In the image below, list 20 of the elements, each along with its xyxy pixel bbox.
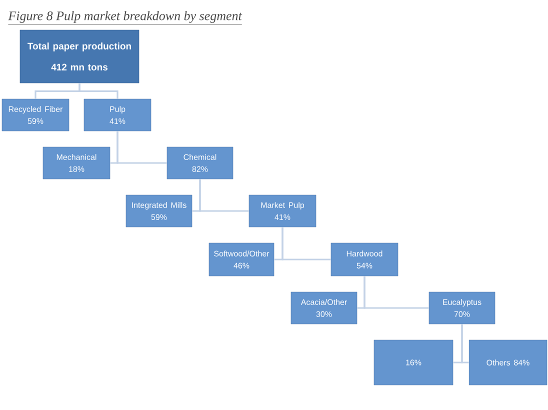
- figure-title: Figure 8 Pulp market breakdown by segment: [8, 11, 242, 25]
- segment-box: Chemical 82%: [166, 146, 234, 180]
- segment-box: Hardwood 54%: [330, 242, 398, 276]
- segment-box: 16%: [374, 340, 454, 386]
- segment-box: Softwood/Other 46%: [208, 242, 274, 276]
- segment-box: Market Pulp 41%: [248, 194, 316, 228]
- segment-box: Pulp 41%: [84, 98, 152, 132]
- connector-line: [461, 324, 469, 364]
- segment-box: Acacia/Other 30%: [290, 292, 358, 324]
- connector-line: [199, 179, 249, 212]
- connector-line: [282, 227, 331, 260]
- connector-line: [364, 276, 429, 309]
- connector-line: [116, 131, 167, 164]
- segment-box: Eucalyptus 70%: [428, 292, 496, 324]
- segment-box: Integrated Mills 59%: [126, 194, 192, 228]
- segment-box: Mechanical 18%: [42, 146, 110, 180]
- connector-line: [78, 83, 118, 99]
- segment-box: Others 84%: [468, 340, 548, 386]
- total-box: Total paper production 412 mn tons: [20, 30, 140, 84]
- segment-box: Recycled Fiber 59%: [2, 98, 70, 132]
